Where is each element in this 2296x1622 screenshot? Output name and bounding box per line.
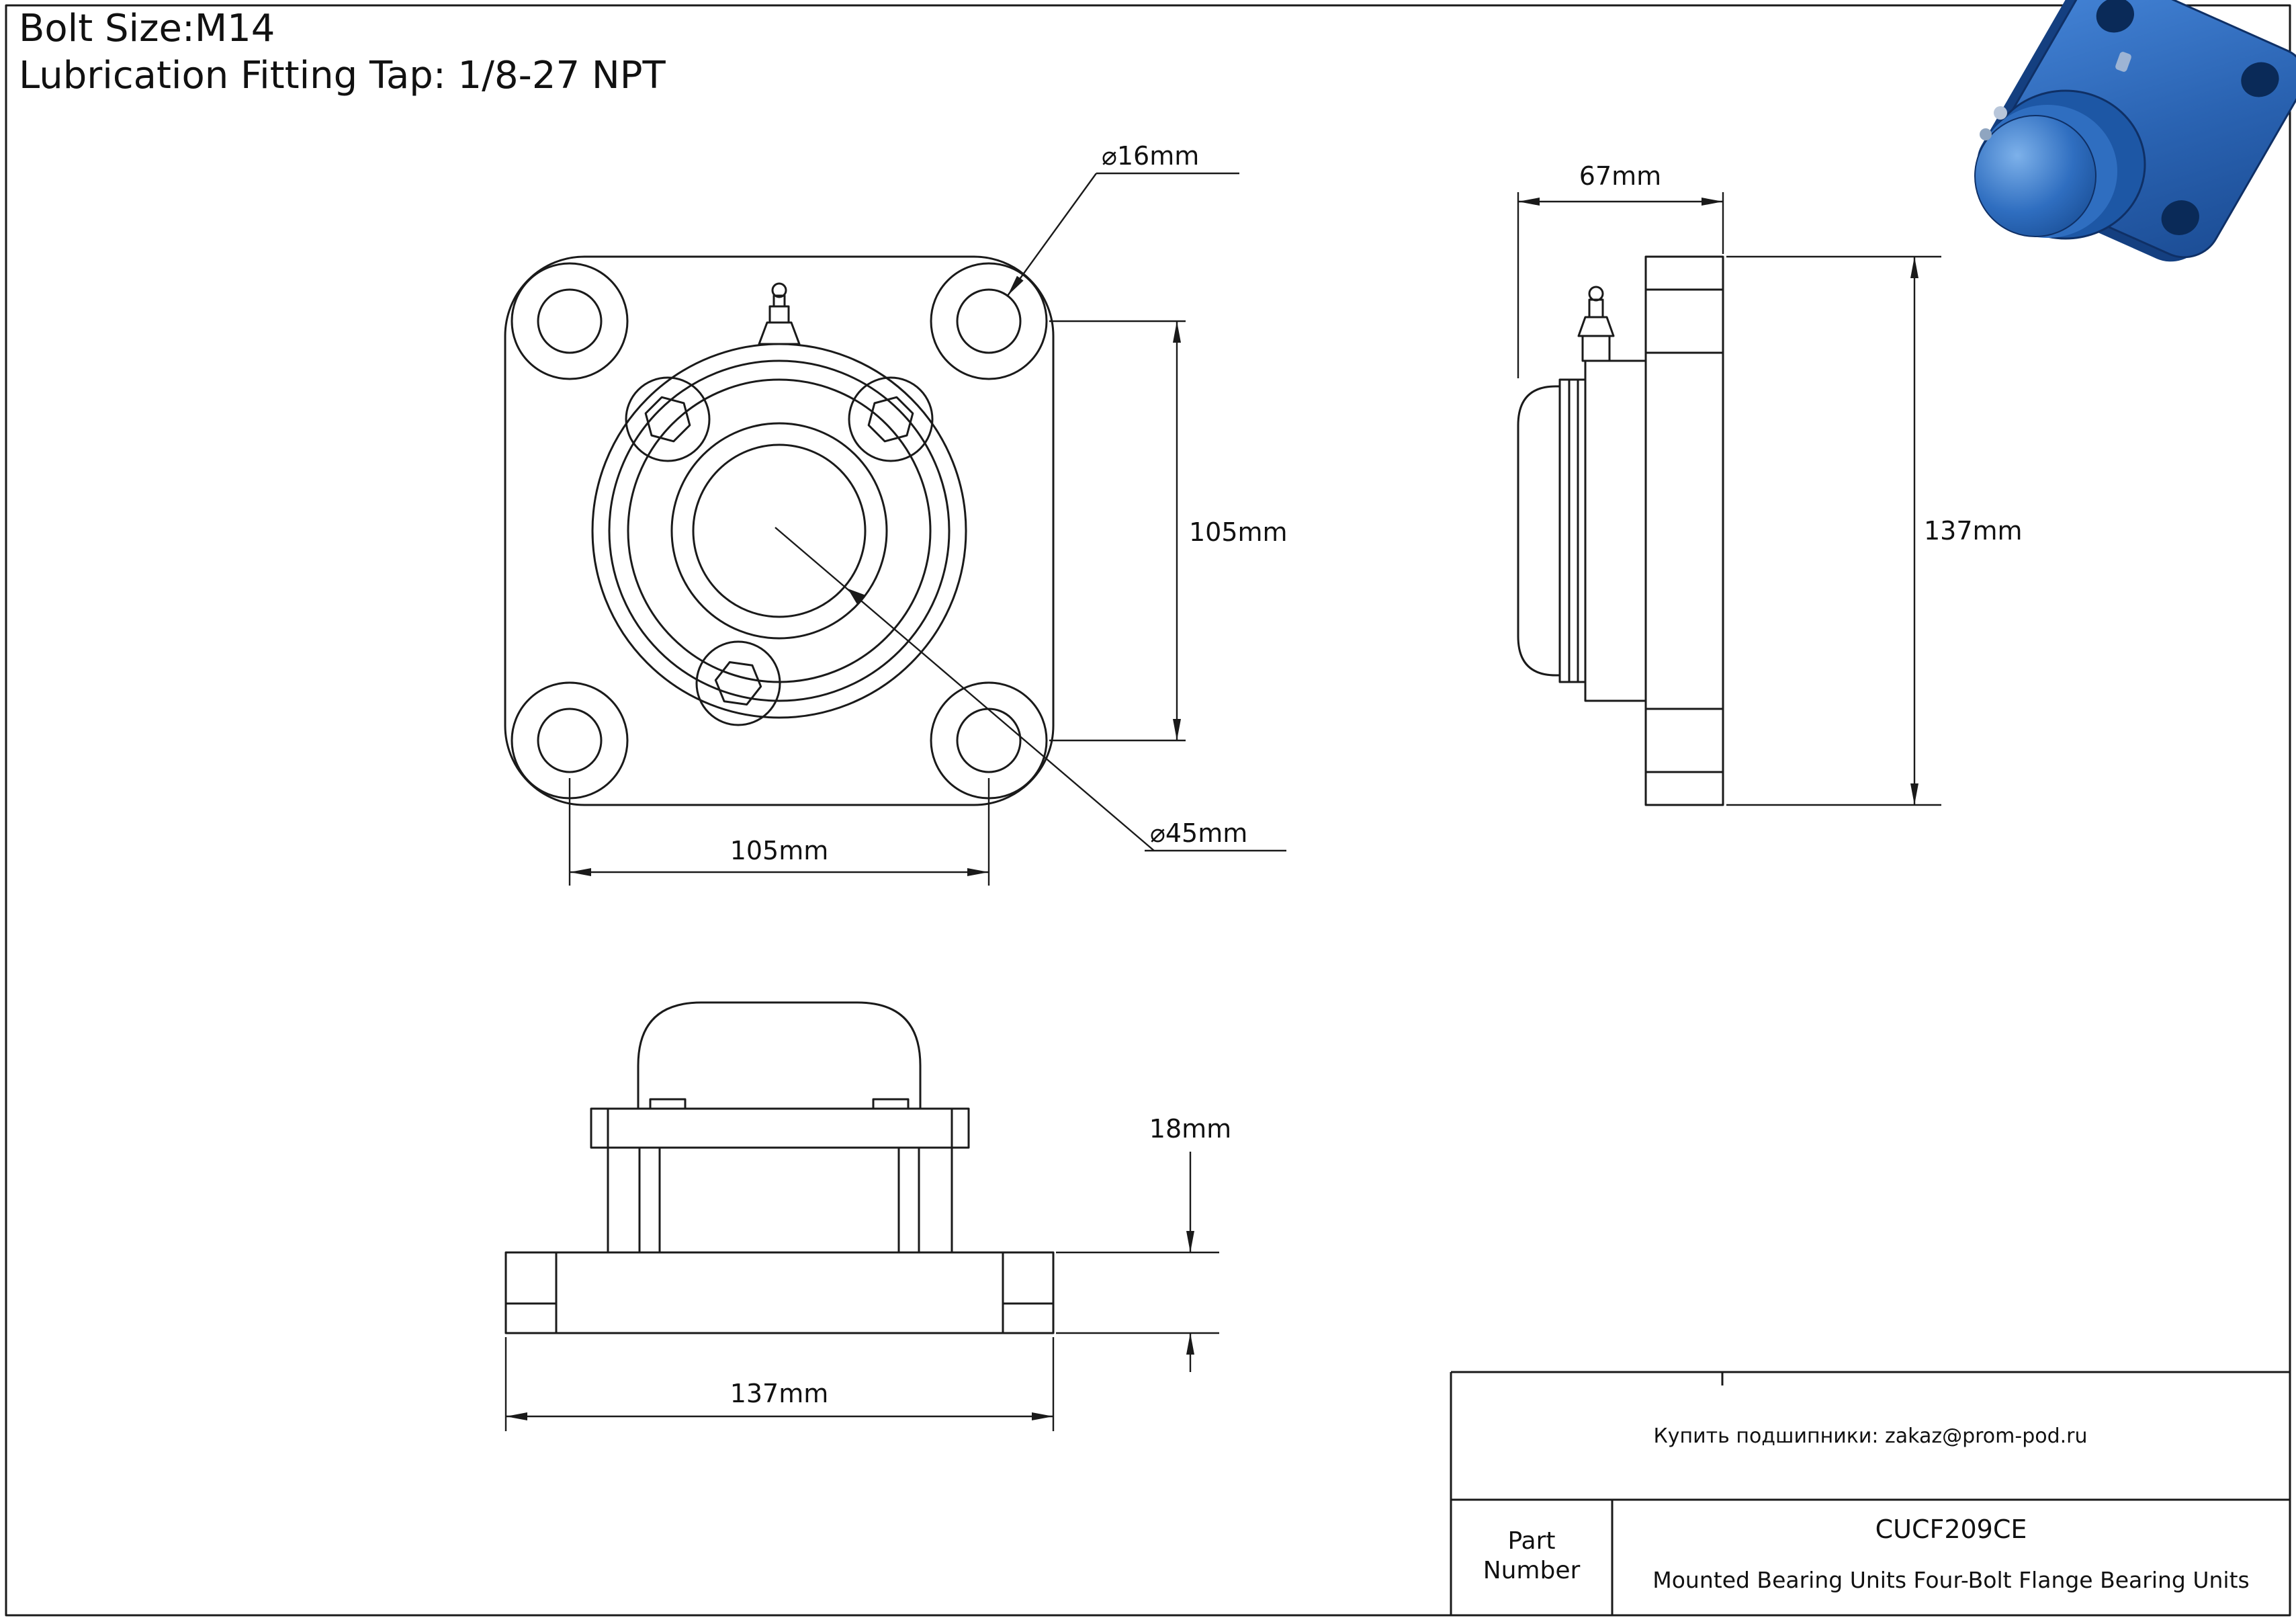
- grease-fitting-side: [1577, 286, 1615, 362]
- bolt-hole: [956, 288, 1022, 354]
- flange-plate-side: [1644, 255, 1724, 806]
- dim-bolt-spacing-horizontal-label: 105mm: [730, 836, 829, 865]
- grease-fitting-3d: [2115, 52, 2131, 72]
- bottom-dimensions: [504, 1152, 1219, 1431]
- hex-screw: [867, 396, 914, 443]
- set-screw-3d: [1980, 128, 1992, 140]
- render-3d: [1974, 0, 2296, 262]
- header-bolt-size: Bolt Size:M14: [19, 7, 275, 50]
- dome-cap-3d: [1974, 115, 2096, 237]
- bottom-view: [504, 1001, 1055, 1334]
- set-screw-3d: [1994, 106, 2007, 120]
- header-lube-fitting: Lubrication Fitting Tap: 1/8-27 NPT: [19, 54, 666, 97]
- flange-outline: [504, 255, 1055, 806]
- bolt-hole-3d: [2241, 62, 2279, 97]
- title-block-contact: Купить подшипники: zakaz@prom-pod.ru: [1653, 1424, 2088, 1448]
- grease-fitting-front: [758, 282, 801, 345]
- dim-bore-diameter-label: ⌀45mm: [1150, 818, 1248, 848]
- title-block-part-label: Part Number: [1483, 1527, 1581, 1584]
- title-block-description: Mounted Bearing Units Four-Bolt Flange B…: [1652, 1567, 2250, 1593]
- dim-flange-thickness-label: 18mm: [1149, 1114, 1232, 1144]
- bore-circle: [692, 443, 867, 618]
- bolt-hole-3d: [2096, 0, 2134, 33]
- dim-bolt-spacing-vertical-label: 105mm: [1189, 517, 1288, 547]
- front-dimensions: [568, 172, 1286, 886]
- hex-screw: [714, 661, 762, 706]
- dim-depth-label: 67mm: [1579, 161, 1662, 191]
- bolt-hole: [956, 708, 1022, 773]
- dim-overall-width-label: 137mm: [730, 1379, 829, 1408]
- bolt-hole: [537, 708, 603, 773]
- hex-screw: [644, 396, 691, 443]
- end-cap-side: [1517, 385, 1560, 677]
- dim-flange-height-label: 137mm: [1924, 516, 2023, 546]
- title-block-frame: [1450, 1371, 2290, 1615]
- flange-base: [504, 1251, 1055, 1334]
- dim-bolt-hole-diameter-label: ⌀16mm: [1102, 141, 1200, 171]
- bolt-hole: [537, 288, 603, 354]
- title-block-part-number: CUCF209CE: [1875, 1514, 2027, 1544]
- side-dimensions: [1517, 192, 1941, 806]
- bolt-hole-3d: [2161, 200, 2199, 235]
- dome-cap: [637, 1001, 922, 1110]
- sheet-border: [5, 4, 2291, 1617]
- side-view: [1517, 255, 1724, 806]
